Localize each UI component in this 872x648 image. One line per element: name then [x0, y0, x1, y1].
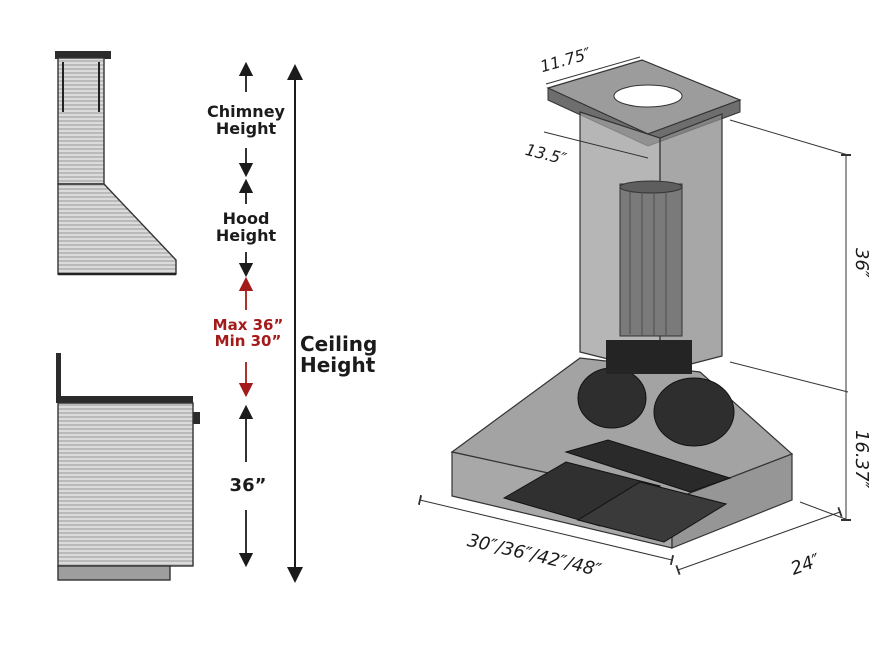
dimension-lines — [417, 56, 851, 576]
vertical-arrows — [238, 61, 303, 583]
hood-side-profile — [55, 51, 177, 276]
duct-opening — [613, 84, 683, 108]
range-base — [57, 565, 171, 581]
chimney-height-line1: Chimney — [207, 102, 285, 121]
range-backguard — [56, 353, 61, 403]
ceiling-height-line1: Ceiling — [300, 332, 378, 356]
range-side-profile — [56, 353, 200, 581]
hood-canopy-profile — [57, 183, 177, 275]
inner-duct — [619, 183, 683, 337]
ext-line-chimney-top — [729, 119, 849, 156]
range-body — [57, 402, 194, 567]
hood-height-dimension: 16.37″ — [851, 430, 872, 489]
motor-housing — [606, 340, 692, 374]
counter-height-label: 36” — [229, 475, 267, 496]
chimney-height-label: Chimney Height — [196, 102, 296, 138]
ceiling-height-line2: Height — [300, 353, 376, 377]
clearance-min: Min 30” — [214, 331, 282, 350]
clearance-max: Max 36” — [212, 316, 284, 334]
dim-line-depth — [675, 506, 843, 576]
dim-line-width — [417, 494, 675, 566]
rear-filter — [564, 439, 732, 493]
dim-line-top-depth — [545, 56, 641, 85]
hood-3d-view — [450, 59, 794, 549]
inner-duct-top — [619, 180, 683, 194]
range-knob — [193, 412, 200, 424]
chimney-body — [57, 57, 105, 185]
chimney-height-dimension: 36″ — [851, 248, 872, 278]
blower-right — [653, 377, 735, 447]
blower-left — [577, 367, 647, 429]
hood-height-line1: Hood — [222, 209, 270, 228]
ext-line-chimney-bottom — [729, 361, 849, 393]
hood-height-label: Hood Height — [196, 209, 296, 245]
chimney-height-line2: Height — [215, 118, 277, 138]
dim-line-top-width — [543, 131, 649, 159]
clearance-label: Max 36” Min 30” — [198, 316, 298, 350]
chimney-cap — [55, 51, 111, 59]
ceiling-height-label: Ceiling Height — [300, 334, 390, 376]
hood-height-line2: Height — [215, 225, 277, 245]
range-cooktop — [58, 396, 193, 403]
